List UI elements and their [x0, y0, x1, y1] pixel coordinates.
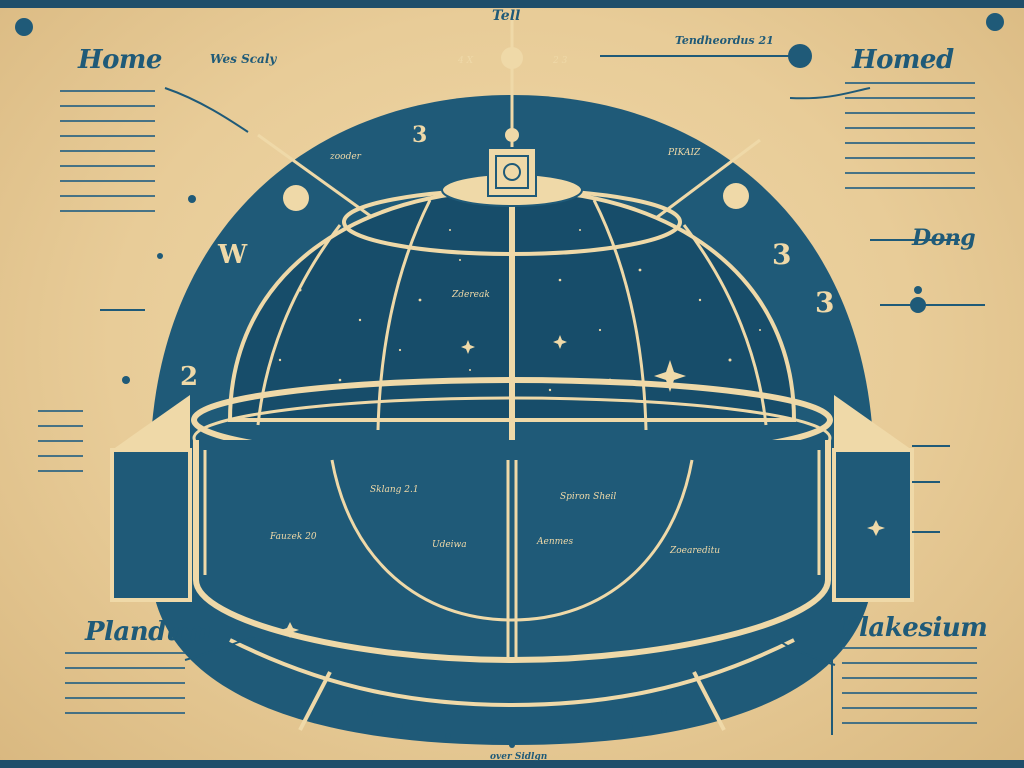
label-top-center: Tell: [492, 8, 521, 24]
label-bottom-center: over Sidlgn: [490, 752, 548, 762]
marking-top-small-left: 4 X: [458, 56, 473, 66]
marking-upper-right: PIKAIZ: [668, 148, 701, 158]
marking-number-3b: 3: [815, 286, 835, 319]
marking-top-small-right: 2 3: [553, 56, 568, 66]
marking-number-3a: 3: [772, 238, 792, 271]
top-border: [0, 0, 1024, 8]
label-dong: Dong: [912, 225, 976, 251]
panel-text-4: Spiron Sheil: [560, 492, 617, 502]
marking-sky: Zdereak: [452, 290, 490, 300]
label-homed: Homed: [852, 45, 954, 75]
panel-text-5: Aenmes: [537, 537, 574, 547]
label-home: Home: [78, 45, 162, 75]
panel-text-6: Zoeareditu: [670, 546, 721, 556]
label-homed-caption: Tendheordus 21: [675, 34, 774, 47]
label-home-caption: Wes Scaly: [210, 52, 277, 66]
marking-upper-left: zooder: [330, 152, 361, 162]
bottom-border: [0, 760, 1024, 768]
marking-number-2: 2: [180, 362, 199, 392]
label-plakesium: Plakesium: [840, 613, 988, 643]
note-block-left-mid: [38, 410, 83, 485]
label-plandum: Plandum: [85, 617, 212, 647]
panel-text-2: Sklang 2.1: [370, 485, 419, 495]
note-block-top-right: [845, 82, 975, 202]
note-block-top-left: [60, 90, 155, 225]
marking-number-top: 3: [412, 122, 428, 148]
marking-letter-w: W: [218, 240, 248, 270]
panel-text-3: Udeiwa: [432, 540, 467, 550]
note-block-bottom-left: [65, 652, 185, 727]
note-block-bottom-right: [842, 647, 977, 737]
panel-text-1: Fauzek 20: [270, 532, 317, 542]
